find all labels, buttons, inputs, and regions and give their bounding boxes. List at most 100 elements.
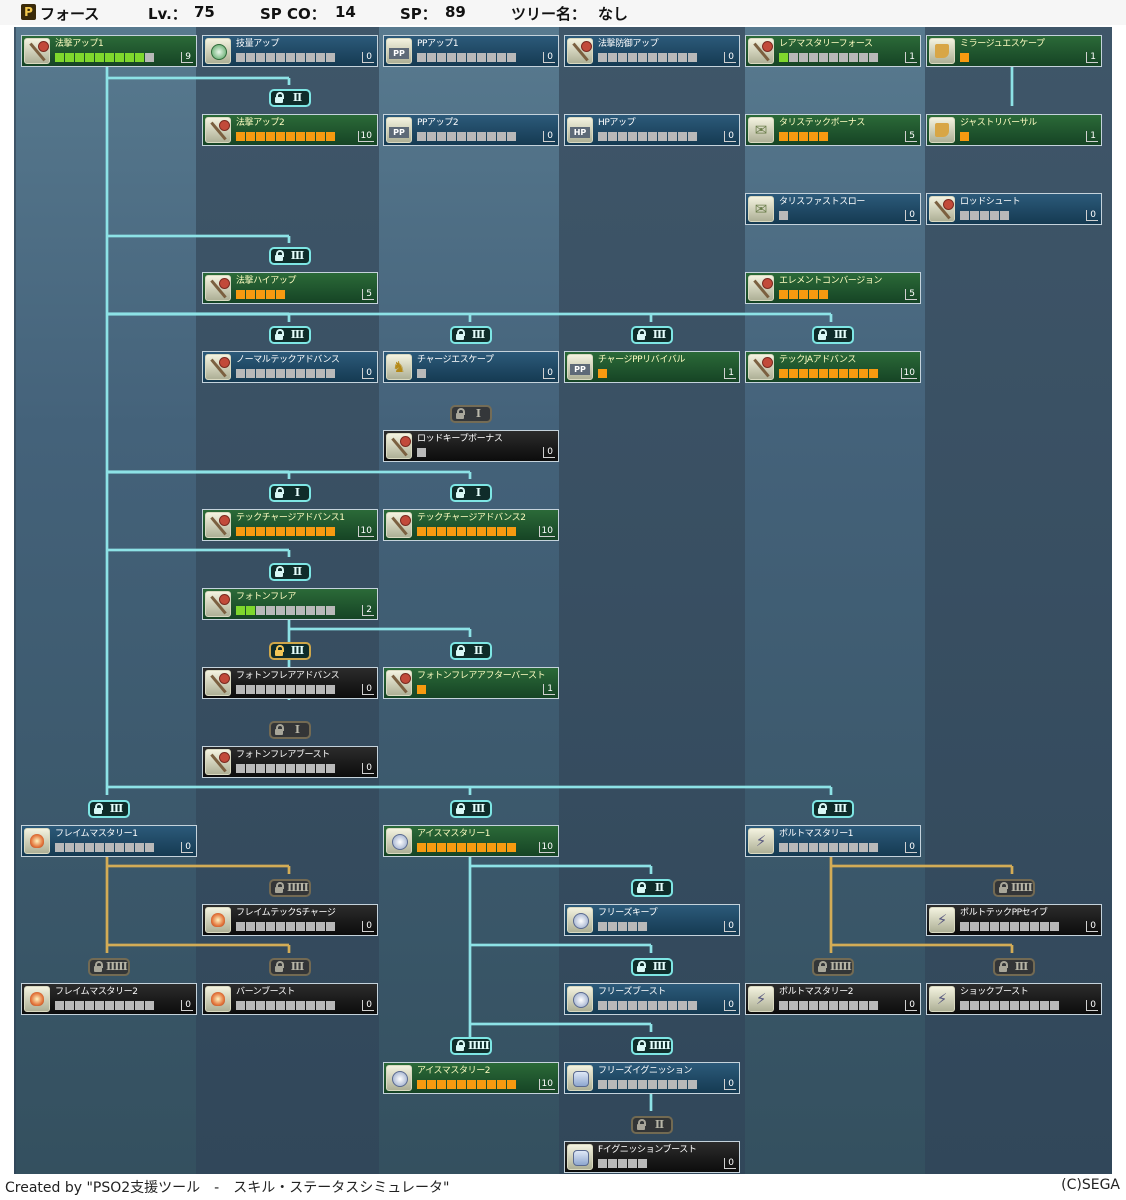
level-segment (236, 290, 245, 299)
level-segment (638, 922, 647, 931)
unlocked-padlock-icon (274, 250, 284, 261)
level-segment (316, 685, 325, 694)
level-segment (326, 1001, 335, 1010)
rod-icon (24, 38, 50, 64)
level-segment (296, 922, 305, 931)
skill-name: 法撃アップ2 (236, 118, 285, 128)
level-segment (95, 843, 104, 852)
level-segment (1020, 1001, 1029, 1010)
level-segment (477, 527, 486, 536)
level-segment (970, 211, 979, 220)
level-segment (658, 53, 667, 62)
level-segment (85, 53, 94, 62)
level-segment (789, 290, 798, 299)
level-segment (316, 764, 325, 773)
locked-padlock-icon (636, 1119, 646, 1130)
level-segment (326, 369, 335, 378)
level-segment (799, 843, 808, 852)
rod-icon (386, 670, 412, 696)
level-segment (990, 1001, 999, 1010)
unlock-rank: IIIII (1011, 881, 1033, 894)
unlock-badge: III (993, 958, 1035, 976)
level-segment (678, 53, 687, 62)
unlock-badge: II (631, 1116, 673, 1134)
skill-level-value: 1 (543, 684, 555, 695)
level-segment (628, 53, 637, 62)
rod-icon (205, 117, 231, 143)
level-segment (688, 1001, 697, 1010)
level-segment (628, 922, 637, 931)
skill-name: HPアップ (598, 118, 636, 128)
unlocked-padlock-icon (455, 487, 465, 498)
skill-level-value: 10 (900, 368, 917, 379)
unlocked-padlock-icon (455, 803, 465, 814)
level-segment (135, 1001, 144, 1010)
level-segment (849, 843, 858, 852)
level-segment (688, 132, 697, 141)
unlock-rank: II (473, 644, 483, 657)
unlock-rank: II (654, 1118, 664, 1131)
level-segment (487, 132, 496, 141)
unlock-rank: III (471, 328, 485, 341)
skill-level-value: 10 (538, 842, 555, 853)
level-segment (447, 527, 456, 536)
skill-name: 法撃アップ1 (55, 39, 104, 49)
level-segment (276, 764, 285, 773)
level-segment (507, 132, 516, 141)
skill-name: 法撃ハイアップ (236, 276, 297, 286)
unlock-rank: II (654, 881, 664, 894)
level-segment (246, 369, 255, 378)
level-segment (970, 922, 979, 931)
unlock-badge: III (812, 800, 854, 818)
level-segment (598, 132, 607, 141)
level-segment (638, 53, 647, 62)
level-segment (105, 843, 114, 852)
ignition-icon (567, 1144, 593, 1170)
skill-name: ボルトマスタリー2 (779, 987, 854, 997)
skill-level-value: 0 (724, 1158, 736, 1169)
level-segment (266, 1001, 275, 1010)
level-segment (789, 843, 798, 852)
level-segment (497, 527, 506, 536)
